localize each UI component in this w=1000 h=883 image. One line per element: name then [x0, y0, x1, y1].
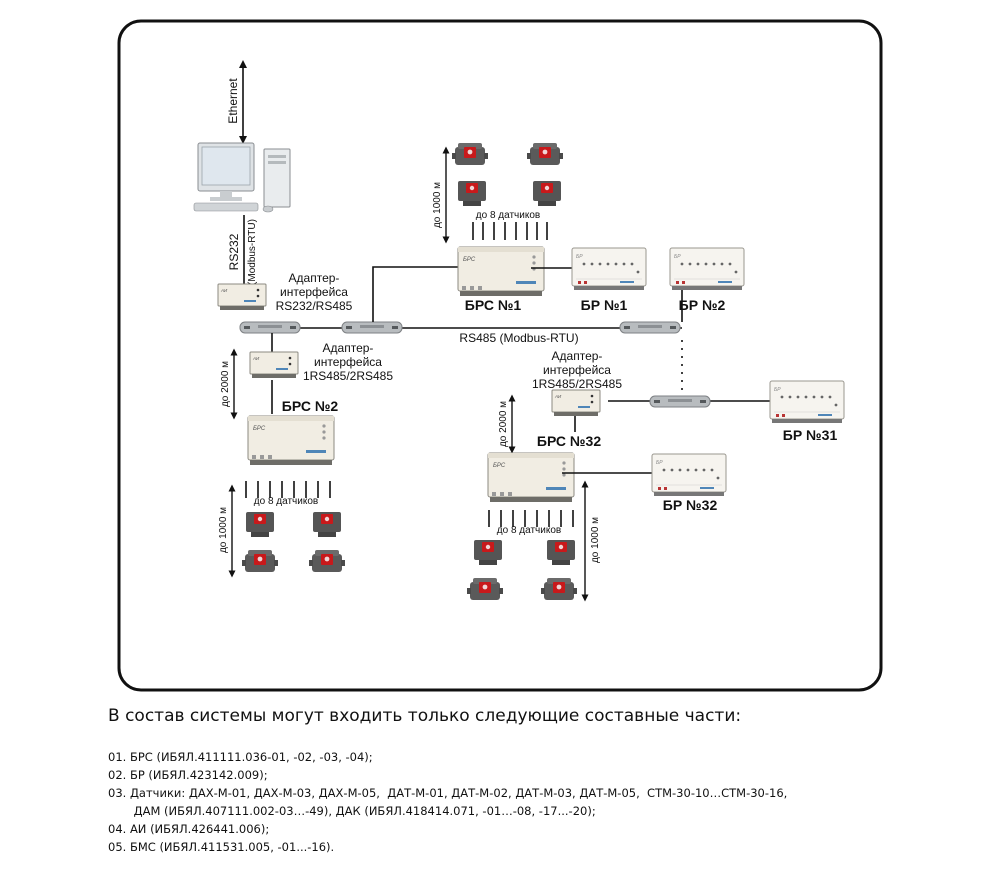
- brs-1-label: БРС №1: [465, 297, 522, 313]
- list-item: 01. БРС (ИБЯЛ.411111.036-01, -02, -03, -…: [108, 750, 373, 764]
- adapter-main-label-2: интерфейса: [280, 285, 348, 299]
- components-footer: В состав системы могут входить только сл…: [108, 706, 968, 856]
- bus-label: RS485 (Modbus-RTU): [459, 331, 578, 345]
- up-to-8-left: до 8 датчиков: [254, 496, 318, 507]
- bus-module-3: [619, 321, 681, 334]
- diagram-frame: [117, 19, 883, 692]
- sensor-wires-left: [245, 481, 331, 498]
- list-item: ДАМ (ИБЯЛ.407111.002-03…-49), ДАК (ИБЯЛ.…: [108, 804, 596, 818]
- rs232-label: RS232: [227, 233, 241, 270]
- up-to-8-top: до 8 датчиков: [476, 210, 540, 221]
- list-item: 05. БМС (ИБЯЛ.411531.005, -01...-16).: [108, 840, 335, 854]
- rs232-modbus-label: (Modbus-RTU): [247, 219, 258, 285]
- adapter-left-label-2: интерфейса: [314, 355, 382, 369]
- brs-1-unit: [457, 246, 545, 297]
- list-item: 02. БР (ИБЯЛ.423142.009);: [108, 768, 268, 782]
- ethernet-label: Ethernet: [226, 78, 240, 124]
- sensor-wires-right: [488, 510, 574, 527]
- system-diagram: БРС БР: [117, 19, 883, 692]
- up-to-1000-top: до 1000 м: [432, 182, 443, 228]
- brs-2-label: БРС №2: [282, 398, 339, 414]
- list-item: 03. Датчики: ДАХ-М-01, ДАХ-М-03, ДАХ-М-0…: [108, 786, 788, 800]
- adapter-main-label-3: RS232/RS485: [276, 299, 353, 313]
- br-1-unit: [571, 247, 647, 291]
- sensor-wires-top: [472, 222, 548, 240]
- adapter-right-label-1: Адаптер-: [552, 349, 603, 363]
- brs-32-unit: [487, 452, 575, 503]
- adapter-left-label-3: 1RS485/2RS485: [303, 369, 393, 383]
- up-to-1000-left: до 1000 м: [218, 507, 229, 553]
- adapter-right-label-2: интерфейса: [543, 363, 611, 377]
- bus-module-1: [239, 321, 301, 334]
- br-31-label: БР №31: [783, 427, 838, 443]
- br-31-unit: [769, 380, 845, 424]
- br-32-unit: [651, 453, 727, 497]
- adapter-right: [551, 389, 601, 417]
- list-item: 04. АИ (ИБЯЛ.426441.006);: [108, 822, 270, 836]
- brs-2-unit: [247, 415, 335, 466]
- bus-module-2: [341, 321, 403, 334]
- up-to-2000-left: до 2000 м: [220, 361, 231, 407]
- brs-32-label: БРС №32: [537, 433, 601, 449]
- bus-module-4: [649, 395, 711, 408]
- br-1-label: БР №1: [581, 297, 628, 313]
- br-2-unit: [669, 247, 745, 291]
- adapter-left: [249, 351, 299, 379]
- up-to-1000-right: до 1000 м: [590, 517, 601, 563]
- components-list: 01. БРС (ИБЯЛ.411111.036-01, -02, -03, -…: [108, 748, 968, 856]
- link-brs1: [372, 266, 458, 322]
- up-to-2000-right: до 2000 м: [498, 401, 509, 447]
- adapter-right-label-3: 1RS485/2RS485: [532, 377, 622, 391]
- adapter-main-label-1: Адаптер-: [289, 271, 340, 285]
- up-to-8-right: до 8 датчиков: [497, 525, 561, 536]
- br-2-label: БР №2: [679, 297, 726, 313]
- adapter-rs232-rs485: [217, 283, 267, 311]
- footer-title: В состав системы могут входить только сл…: [108, 706, 742, 726]
- adapter-left-label-1: Адаптер-: [323, 341, 374, 355]
- br-32-label: БР №32: [663, 497, 718, 513]
